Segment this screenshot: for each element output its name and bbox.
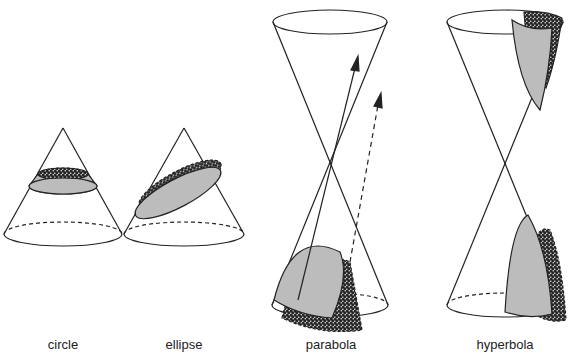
circle-cone xyxy=(4,128,122,246)
section-label: circle xyxy=(48,337,78,352)
hyperbola-cone xyxy=(447,10,566,321)
section-label: hyperbola xyxy=(476,337,533,352)
ellipse-cone xyxy=(124,128,244,246)
parabola-cone xyxy=(272,10,388,332)
section-label: parabola xyxy=(306,337,357,352)
section-label: ellipse xyxy=(166,337,203,352)
